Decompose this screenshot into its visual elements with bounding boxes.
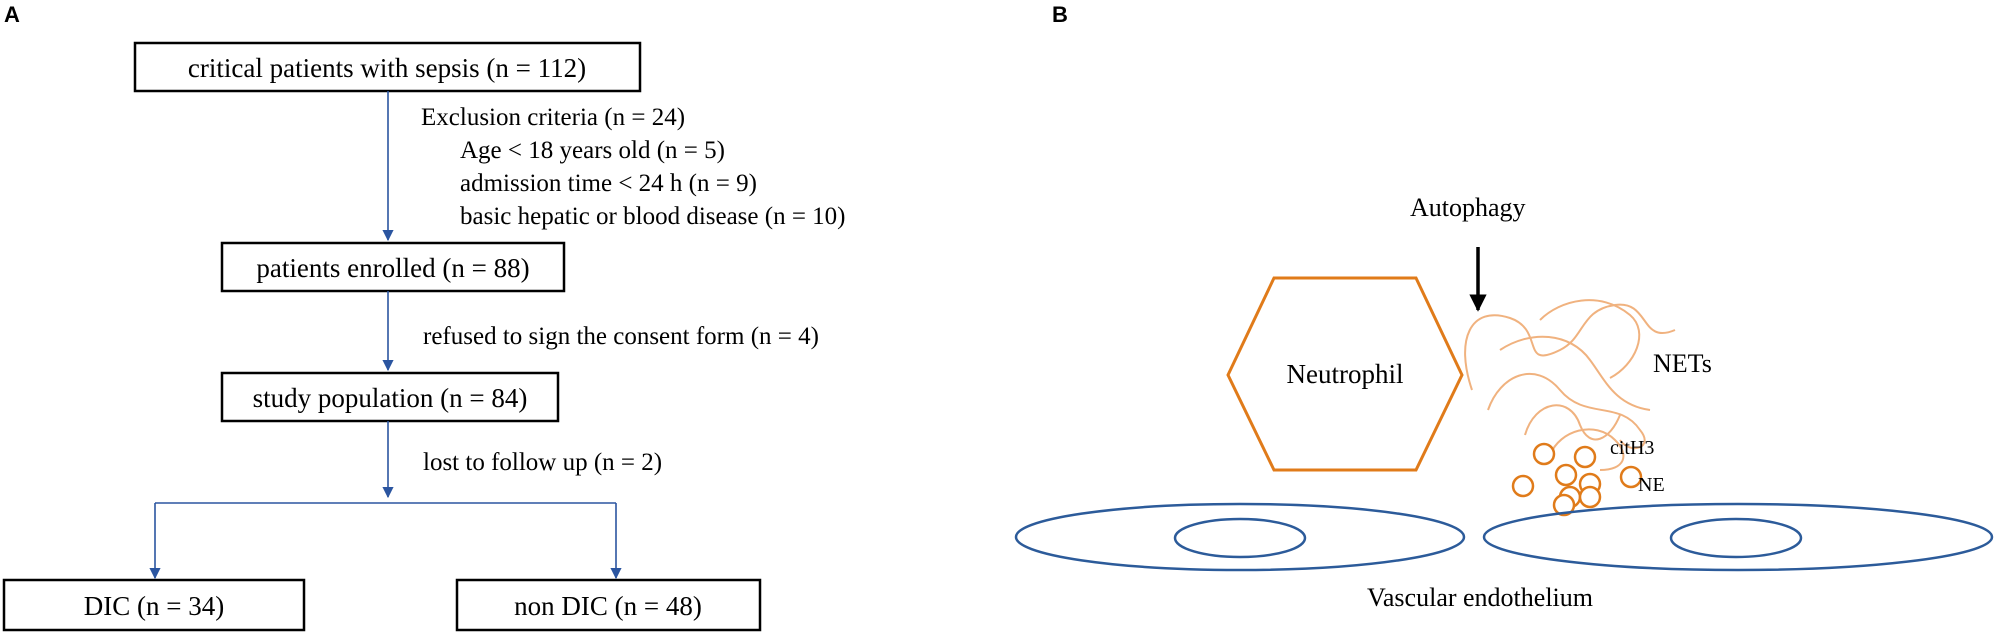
endothelial-cell-right — [1482, 502, 1994, 572]
exclusion-item-disease: basic hepatic or blood disease (n = 10) — [460, 203, 846, 230]
panel-label-b: B — [1052, 2, 1068, 27]
granule — [1573, 445, 1597, 469]
exclusion-item-age: Age < 18 years old (n = 5) — [460, 137, 725, 164]
exclusion-item-admission: admission time < 24 h (n = 9) — [460, 170, 757, 197]
endothelial-cells — [1014, 502, 1994, 572]
nucleus-left — [1173, 517, 1307, 559]
dic-box-label: DIC (n = 34) — [84, 591, 224, 621]
neutrophil-hexagon — [1226, 276, 1464, 472]
granule — [1554, 463, 1578, 487]
dic-box — [2, 578, 306, 632]
study-box-label: study population (n = 84) — [253, 383, 528, 413]
endothelial-cell-left — [1014, 502, 1466, 572]
refused-note: refused to sign the consent form (n = 4) — [423, 323, 819, 350]
panel-label-a: A — [4, 2, 20, 27]
top-box — [133, 41, 642, 93]
granule-cluster — [1511, 442, 1643, 517]
nucleus-right — [1669, 517, 1803, 559]
granule — [1532, 442, 1556, 466]
top-box-label: critical patients with sepsis (n = 112) — [188, 53, 586, 83]
mechanism-illustration: Autophagy Neutrophil NETs citH3 NE — [1014, 193, 1994, 612]
lost-note: lost to follow up (n = 2) — [423, 449, 662, 476]
flowchart: critical patients with sepsis (n = 112) … — [2, 41, 846, 632]
ne-label: NE — [1638, 474, 1665, 496]
neutrophil-label: Neutrophil — [1287, 359, 1404, 389]
cith3-label: citH3 — [1610, 437, 1654, 459]
exclusion-heading: Exclusion criteria (n = 24) — [421, 104, 685, 131]
granule — [1511, 474, 1535, 498]
non-dic-box — [455, 578, 762, 632]
study-box — [220, 371, 560, 423]
enrolled-box-label: patients enrolled (n = 88) — [256, 253, 529, 283]
granule — [1619, 465, 1643, 489]
nets-label: NETs — [1653, 349, 1712, 378]
nets-fibers — [1464, 299, 1676, 471]
endothelium-label: Vascular endothelium — [1367, 583, 1593, 612]
granule — [1552, 493, 1576, 517]
granule — [1578, 485, 1602, 509]
enrolled-box — [220, 241, 566, 293]
non-dic-box-label: non DIC (n = 48) — [514, 591, 702, 621]
autophagy-label: Autophagy — [1410, 193, 1526, 222]
